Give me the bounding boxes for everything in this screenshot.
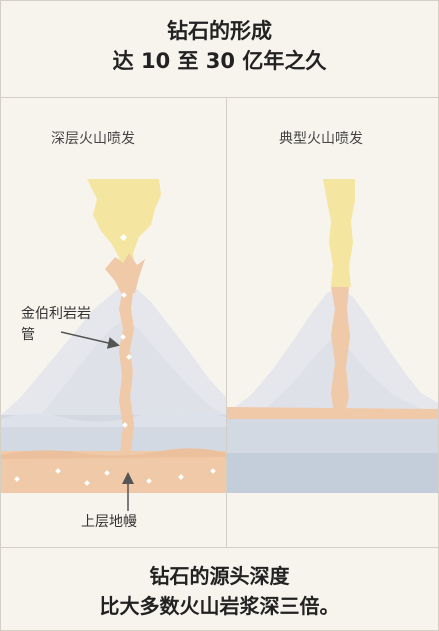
left-rock-wave	[1, 410, 226, 427]
title-line-1: 钻石的形成	[167, 19, 272, 43]
right-rock-band	[227, 419, 438, 453]
pipe-arrow	[60, 331, 120, 349]
caption-line-2: 比大多数火山岩浆深三倍。	[99, 594, 340, 618]
right-panel-label: 典型火山喷发	[279, 131, 363, 147]
right-scene	[227, 179, 438, 493]
panels-area: 深层火山喷发 典型火山喷发 金伯利岩岩管 上层地幔	[1, 97, 438, 547]
right-magma-band	[227, 407, 438, 421]
kimberlite-pipe	[119, 293, 134, 453]
caption-box: 钻石的源头深度 比大多数火山岩浆深三倍。	[1, 547, 438, 631]
right-vent	[331, 287, 350, 413]
title-box: 钻石的形成 达 10 至 30 亿年之久	[1, 1, 438, 98]
right-plume	[323, 179, 355, 287]
panel-divider	[226, 97, 227, 547]
left-mantle-edge	[1, 448, 226, 459]
caption-line-1: 钻石的源头深度	[149, 564, 290, 588]
title-line-2: 达 10 至 30 亿年之久	[112, 49, 327, 73]
left-scene	[1, 179, 226, 511]
volcano-illustration	[1, 179, 438, 511]
left-plume	[87, 179, 161, 285]
right-deep-band	[227, 453, 438, 493]
left-eruption-burst	[105, 253, 145, 293]
left-mountain-shade	[41, 319, 226, 415]
diamond-specks	[14, 233, 216, 486]
right-mountain-shade	[261, 337, 438, 413]
pipe-annotation: 金伯利岩岩管	[21, 306, 91, 343]
left-panel-label: 深层火山喷发	[51, 131, 135, 147]
mantle-annotation: 上层地幔	[81, 514, 137, 530]
